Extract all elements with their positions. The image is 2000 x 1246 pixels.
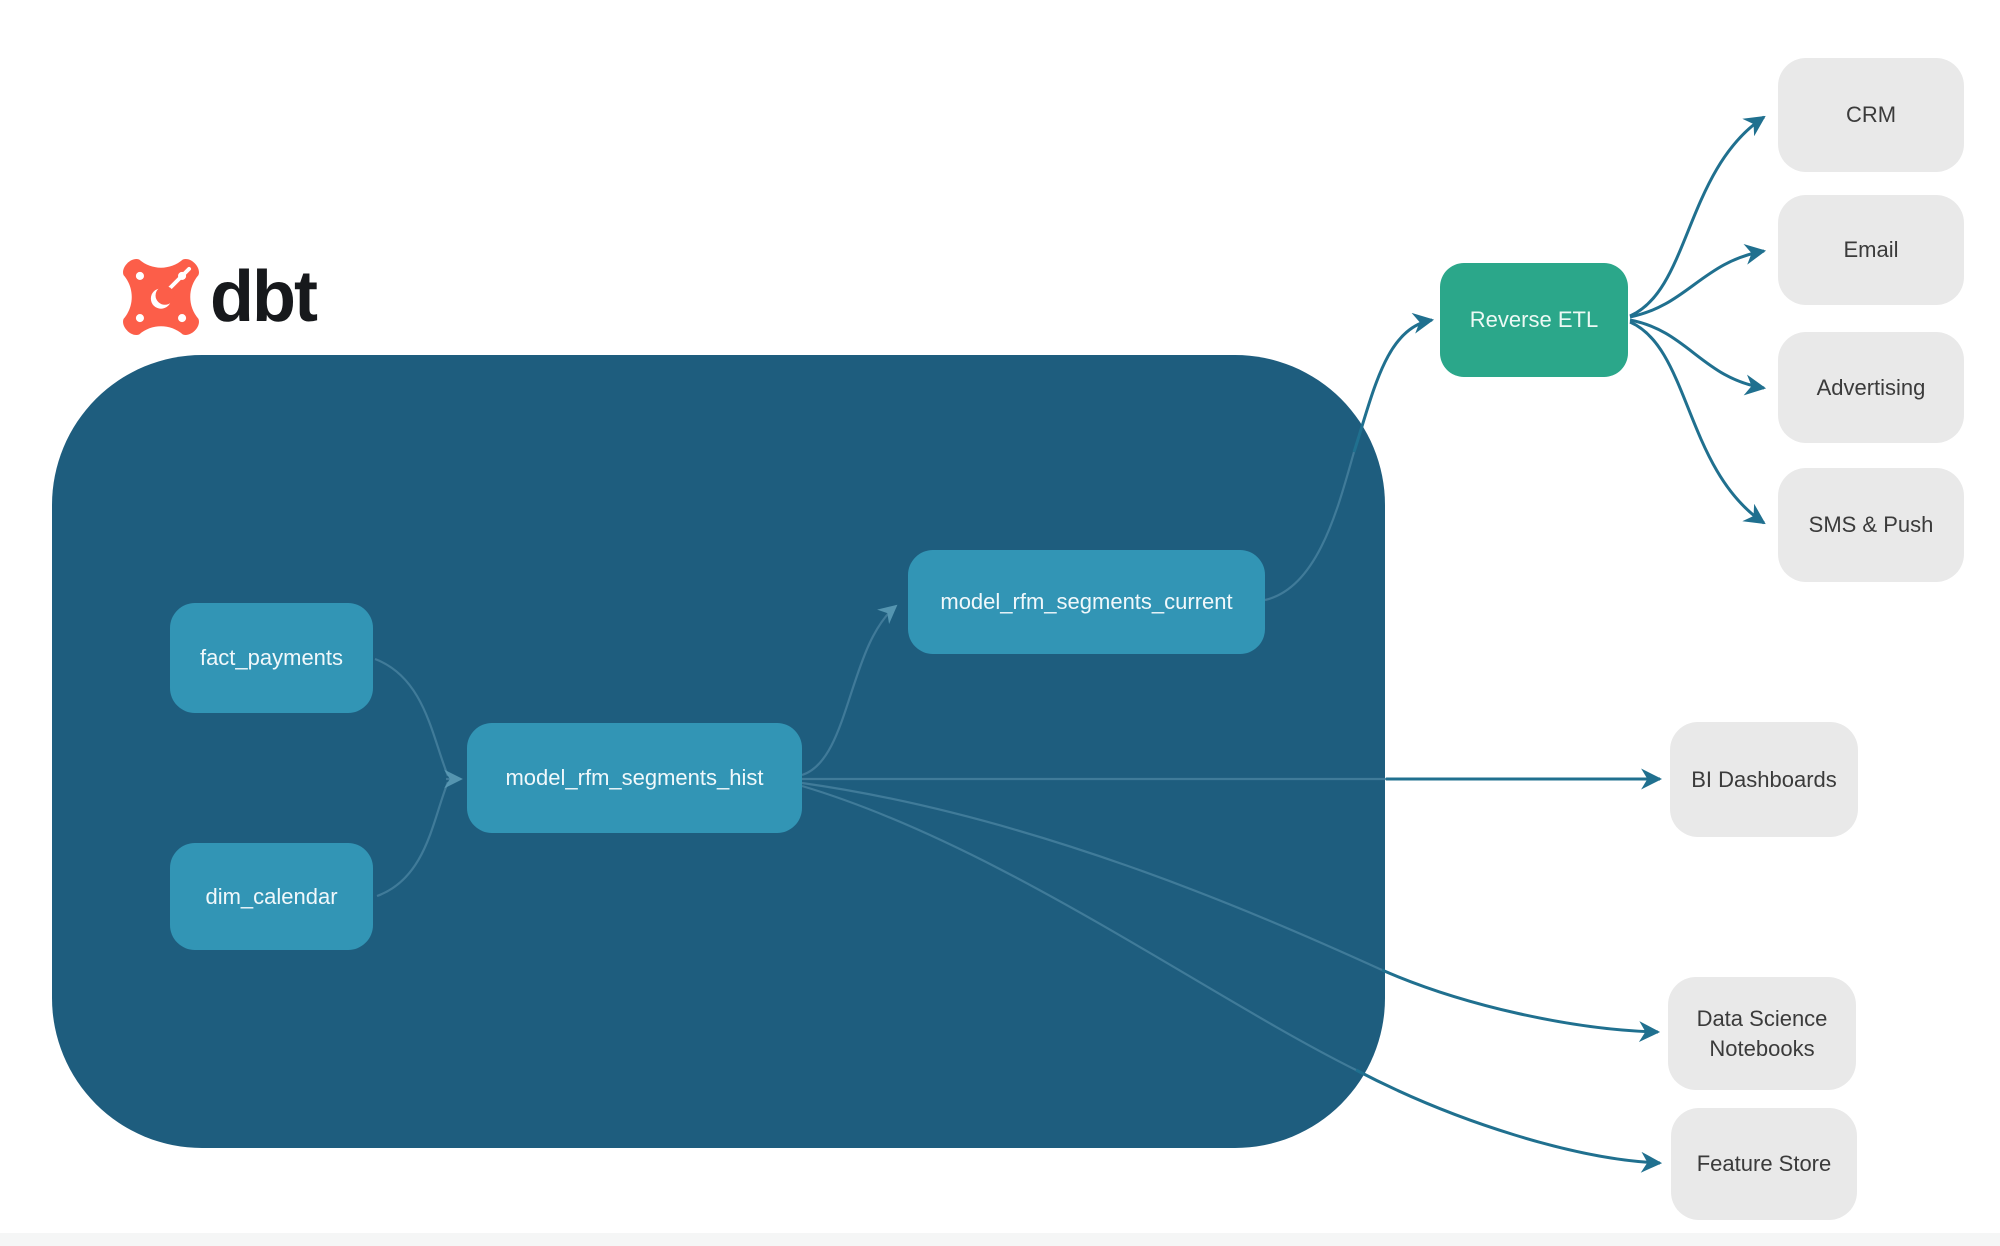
edge-reverse-etl-to-advertising	[1629, 318, 1767, 396]
node-dim-calendar: dim_calendar	[170, 843, 373, 950]
node-label: fact_payments	[199, 645, 344, 670]
node-label: model_rfm_segments_current	[940, 589, 1233, 614]
edge-reverse-etl-to-email	[1629, 243, 1767, 319]
node-label: BI Dashboards	[1691, 766, 1837, 792]
node-model-rfm-segments-hist: model_rfm_segments_hist	[467, 723, 802, 833]
node-email: Email	[1778, 195, 1964, 305]
node-advertising: Advertising	[1778, 332, 1964, 443]
node-label: Feature Store	[1696, 1151, 1832, 1177]
dbt-logo-icon	[123, 259, 199, 335]
node-label: Data Science Notebooks	[1696, 1005, 1828, 1061]
node-label: Reverse ETL	[1469, 307, 1599, 332]
node-label: SMS & Push	[1808, 512, 1934, 538]
edge-reverse-etl-to-crm	[1629, 115, 1766, 318]
node-label: CRM	[1845, 102, 1897, 128]
edge-hist-to-feature-store	[1355, 1068, 1663, 1173]
node-label: model_rfm_segments_hist	[505, 765, 764, 790]
bottom-edge-strip	[0, 1233, 2000, 1246]
node-crm: CRM	[1778, 58, 1964, 172]
node-label: Email	[1843, 237, 1899, 263]
node-data-science-notebooks: Data Science Notebooks	[1668, 977, 1856, 1090]
node-bi-dashboards: BI Dashboards	[1670, 722, 1858, 837]
dbt-logo: dbt	[122, 257, 318, 337]
dbt-wordmark: dbt	[210, 257, 318, 337]
node-label: Advertising	[1816, 374, 1926, 400]
node-reverse-etl: Reverse ETL	[1440, 263, 1628, 377]
node-label: dim_calendar	[205, 883, 338, 909]
node-feature-store: Feature Store	[1671, 1108, 1857, 1220]
node-sms-push: SMS & Push	[1778, 468, 1964, 582]
edge-reverse-etl-to-sms-push	[1629, 320, 1766, 525]
edge-hist-to-ds-notebooks	[1381, 968, 1661, 1043]
node-fact-payments: fact_payments	[170, 603, 373, 713]
node-model-rfm-segments-current: model_rfm_segments_current	[908, 550, 1265, 654]
